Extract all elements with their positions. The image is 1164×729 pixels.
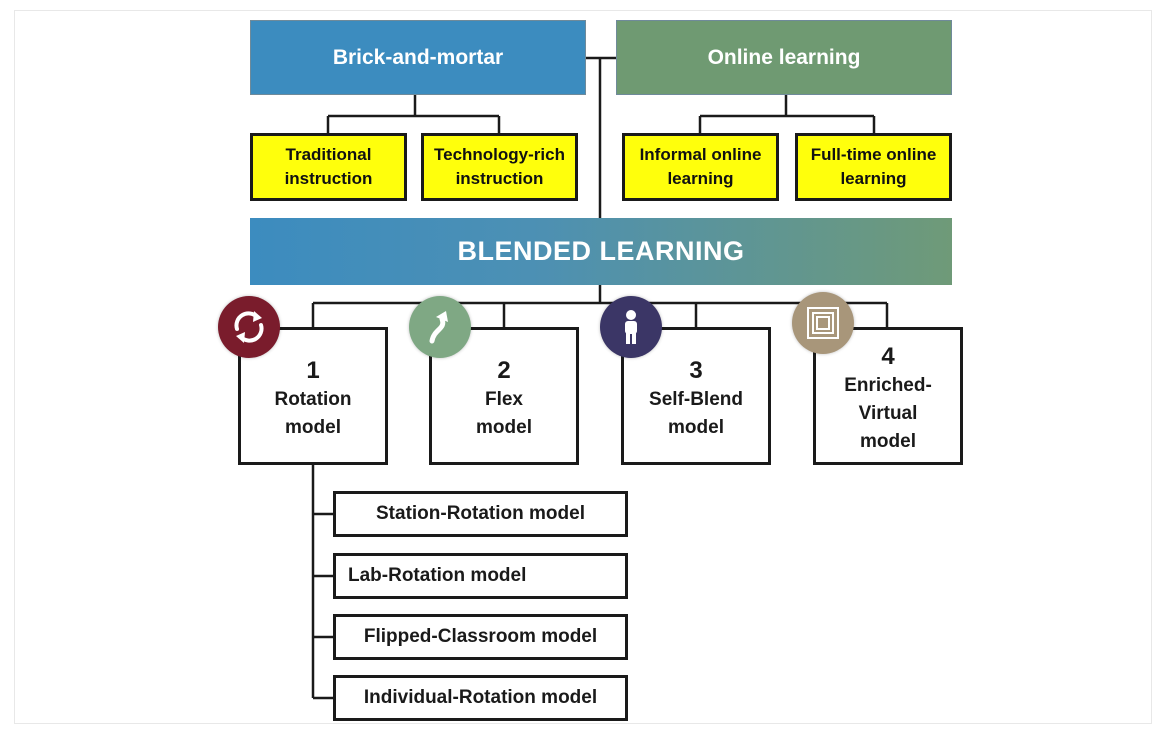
rotation-model-box: 1 Rotation model — [238, 327, 388, 465]
model-label: Enriched-Virtual model — [844, 375, 932, 452]
layered-frames-icon — [792, 292, 854, 354]
full-time-online-learning-box: Full-time online learning — [795, 133, 952, 201]
technology-rich-instruction-box: Technology-rich instruction — [421, 133, 578, 201]
model-number: 4 — [881, 343, 895, 370]
individual-rotation-model-box: Individual-Rotation model — [333, 675, 628, 721]
brick-and-mortar-header: Brick-and-mortar — [250, 20, 586, 95]
online-learning-header: Online learning — [616, 20, 952, 95]
station-rotation-model-box: Station-Rotation model — [333, 491, 628, 537]
model-label: Flex model — [476, 389, 532, 438]
flipped-classroom-model-box: Flipped-Classroom model — [333, 614, 628, 660]
model-label: Rotation model — [274, 389, 352, 438]
model-label: Self-Blend model — [649, 389, 743, 438]
lab-rotation-model-box: Lab-Rotation model — [333, 553, 628, 599]
model-number: 2 — [497, 357, 511, 384]
blended-learning-banner: BLENDED LEARNING — [250, 218, 952, 285]
model-number: 3 — [689, 357, 703, 384]
traditional-instruction-box: Traditional instruction — [250, 133, 407, 201]
flex-curve-icon — [409, 296, 471, 358]
person-icon — [600, 296, 662, 358]
model-number: 1 — [306, 357, 320, 384]
diagram-frame — [14, 10, 1152, 724]
flex-model-box: 2 Flex model — [429, 327, 579, 465]
informal-online-learning-box: Informal online learning — [622, 133, 779, 201]
rotation-arrows-icon — [218, 296, 280, 358]
